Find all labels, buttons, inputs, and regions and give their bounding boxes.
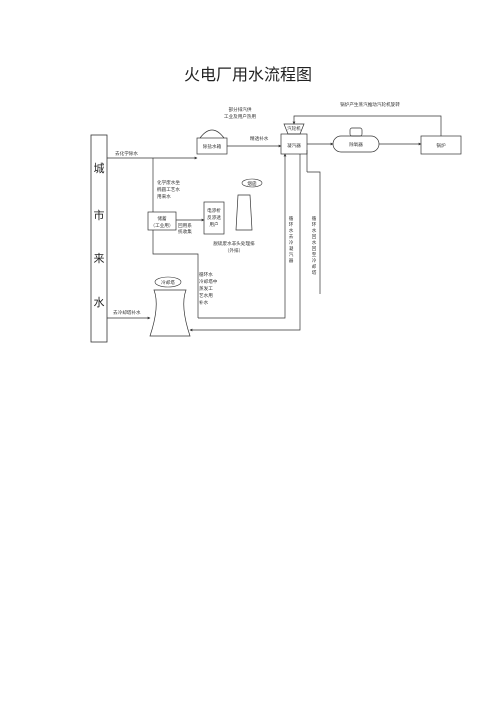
- city-water-char-4: 水: [94, 296, 105, 309]
- label-treat-1: 电渗析: [207, 207, 221, 214]
- label-circ-cooling-3: 蒸发工: [199, 285, 213, 292]
- line-boiler-side-return: [307, 171, 321, 294]
- treatment-box: [203, 201, 225, 235]
- label-desalt-water: 去化学除水: [115, 150, 138, 157]
- svg-text:水: 水: [289, 227, 294, 234]
- label-smoke-big: 冷却塔: [161, 279, 175, 286]
- svg-text:水: 水: [312, 227, 317, 234]
- svg-text:循: 循: [312, 215, 317, 222]
- small-chimney: [235, 194, 253, 231]
- label-discharge-1: 脱硫废水非头处理排: [213, 240, 255, 247]
- label-circ-cooling-1: 循环水: [199, 271, 213, 278]
- demin-station-dome: [199, 129, 225, 139]
- label-circ-back-column: 循 环 水 回 水 回 至 冷 却 塔: [312, 215, 317, 276]
- label-boiler: 锅炉: [436, 142, 446, 149]
- svg-text:回: 回: [312, 234, 317, 240]
- label-turbine: 汽轮机: [287, 125, 301, 132]
- svg-text:环: 环: [312, 222, 317, 228]
- label-treat-2: 反渗透: [207, 214, 221, 221]
- svg-text:器: 器: [289, 258, 294, 264]
- label-boiler-steam: 锅炉产生蒸汽推动汽轮机旋转: [340, 101, 400, 108]
- diagram-title: 火电厂用水流程图: [184, 65, 312, 84]
- label-circ-cooling-4: 艺水用: [199, 292, 213, 299]
- svg-text:凝: 凝: [289, 245, 294, 252]
- label-circ-makeup: 去冷却塔补水: [113, 309, 141, 316]
- label-circ-cooling-5: 补水: [199, 299, 209, 306]
- boiler-box: [420, 135, 462, 155]
- drum-top: [349, 127, 363, 137]
- city-water-column: [90, 134, 108, 343]
- label-chem-waste-1: 化学废水坐: [157, 179, 180, 186]
- label-drum: 除氧器: [349, 141, 363, 148]
- svg-text:环: 环: [289, 222, 294, 228]
- label-treat-3: 用户: [209, 221, 218, 228]
- label-demin-station: 除盐水箱: [203, 143, 222, 150]
- label-chem-waste-3: 用来水: [157, 193, 171, 200]
- label-reuse-1: 回用系: [178, 222, 192, 229]
- label-condenser: 凝汽器: [287, 142, 301, 149]
- city-water-char-1: 城: [94, 162, 105, 175]
- label-smoke-small: 烟囱: [247, 180, 257, 187]
- label-partial-steam-1: 部分排汽供: [229, 106, 252, 113]
- label-partial-steam-2: 工业及用户热用: [224, 113, 257, 120]
- svg-text:去: 去: [289, 233, 294, 240]
- line-condenser-return: [189, 154, 301, 332]
- cooling-tower: [149, 289, 191, 337]
- svg-text:水: 水: [312, 239, 317, 246]
- line-cooling-to-condenser: [198, 153, 287, 319]
- label-makeup-water: 精透补水: [250, 135, 269, 142]
- city-water-char-3: 来: [94, 252, 105, 265]
- svg-text:回: 回: [312, 246, 317, 252]
- svg-text:却: 却: [312, 263, 317, 270]
- label-cond-return-column: 循 环 水 去 冷 凝 汽 器: [289, 215, 294, 264]
- city-water-char-2: 市: [94, 208, 105, 222]
- label-clarifier-2: （工业用）: [151, 222, 174, 229]
- clarifier-box: [147, 211, 177, 231]
- svg-text:至: 至: [312, 252, 317, 258]
- label-circ-cooling-2: 冷却塔中: [199, 278, 218, 285]
- svg-text:循: 循: [289, 215, 294, 222]
- svg-text:塔: 塔: [312, 269, 317, 276]
- label-discharge-2: （外排）: [225, 247, 243, 254]
- line-clarifier-down: [152, 230, 199, 318]
- line-boiler-to-turbine: [292, 115, 442, 136]
- label-clarifier-1: 储蓄: [157, 215, 167, 222]
- svg-text:冷: 冷: [289, 239, 294, 246]
- smoke-cloud-small: [241, 178, 263, 188]
- svg-text:汽: 汽: [289, 251, 294, 258]
- smoke-cloud-big: [154, 276, 182, 288]
- svg-text:冷: 冷: [312, 257, 317, 264]
- label-chem-waste-2: 椭圆工艺水: [157, 186, 180, 193]
- label-reuse-2: 统收集: [178, 228, 192, 235]
